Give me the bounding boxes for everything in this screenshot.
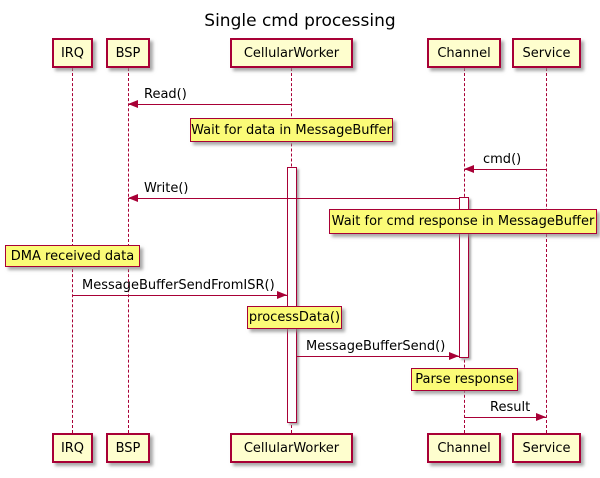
message-line-write: [128, 198, 459, 199]
diagram-title: Single cmd processing: [204, 11, 396, 31]
arrowhead-left-icon: [128, 194, 138, 202]
message-line-result: [464, 417, 546, 418]
participant-label: BSP: [115, 440, 141, 456]
participant-box-channel-top: Channel: [427, 38, 501, 68]
message-label-result: Result: [490, 400, 531, 415]
message-line-messagebuffersendfromisr: [72, 295, 287, 296]
note-processdata: processData(): [247, 306, 342, 329]
message-label-messagebuffersend: MessageBufferSend(): [306, 339, 446, 354]
participant-label: Service: [522, 45, 571, 61]
lifeline-service: [546, 68, 547, 433]
message-label-cmd: cmd(): [483, 152, 522, 167]
participant-label: CellularWorker: [243, 45, 340, 61]
participant-label: IRQ: [60, 440, 85, 456]
note-text: Parse response: [415, 372, 514, 387]
activation-channel: [459, 197, 469, 358]
message-label-read: Read(): [144, 87, 187, 102]
arrowhead-left-icon: [464, 165, 474, 173]
participant-label: CellularWorker: [243, 440, 340, 456]
note-text: processData(): [248, 310, 341, 325]
participant-label: Service: [522, 440, 571, 456]
participant-box-irq-top: IRQ: [52, 38, 93, 68]
note-wait-for-data: Wait for data in MessageBuffer: [190, 118, 393, 142]
participant-box-service-bottom: Service: [512, 433, 581, 463]
note-wait-for-cmd-response: Wait for cmd response in MessageBuffer: [329, 209, 597, 234]
message-label-messagebuffersendfromisr: MessageBufferSendFromISR(): [82, 278, 275, 293]
message-line-messagebuffersend: [297, 356, 459, 357]
note-dma-received-data: DMA received data: [5, 245, 140, 267]
participant-box-bsp-top: BSP: [106, 38, 150, 68]
participant-box-bsp-bottom: BSP: [106, 433, 150, 463]
participant-label: IRQ: [60, 45, 85, 61]
arrowhead-right-icon: [536, 413, 546, 421]
participant-box-service-top: Service: [512, 38, 581, 68]
participant-box-irq-bottom: IRQ: [52, 433, 93, 463]
note-parse-response: Parse response: [411, 368, 518, 391]
note-text: Wait for cmd response in MessageBuffer: [331, 214, 595, 229]
note-text: DMA received data: [10, 248, 135, 264]
participant-box-cellularworker-bottom: CellularWorker: [230, 433, 353, 463]
activation-cellularworker: [287, 167, 297, 423]
arrowhead-left-icon: [128, 100, 138, 108]
message-label-write: Write(): [144, 181, 189, 196]
note-text: Wait for data in MessageBuffer: [191, 122, 392, 138]
message-line-read: [128, 104, 292, 105]
participant-box-cellularworker-top: CellularWorker: [230, 38, 353, 68]
message-line-cmd: [464, 169, 547, 170]
arrowhead-right-icon: [277, 291, 287, 299]
participant-label: BSP: [115, 45, 141, 61]
participant-label: Channel: [437, 45, 491, 61]
participant-label: Channel: [437, 440, 491, 456]
arrowhead-right-icon: [449, 352, 459, 360]
participant-box-channel-bottom: Channel: [427, 433, 501, 463]
